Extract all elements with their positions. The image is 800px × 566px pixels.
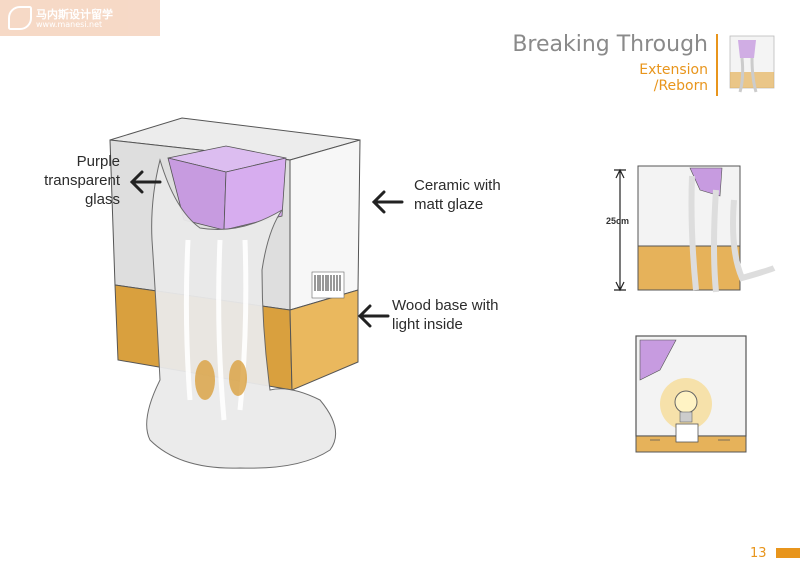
page-number: 13 <box>750 546 767 561</box>
arrow-wood-icon <box>357 304 390 328</box>
barcode-icon <box>311 271 345 299</box>
label-glass-line: glass <box>84 191 120 208</box>
side-view-sketch <box>614 165 776 293</box>
watermark-brand: 马内斯设计留学 <box>36 8 113 21</box>
front-view-sketch <box>635 335 747 453</box>
page-title: Breaking Through <box>512 32 708 57</box>
label-ceramic-line: matt glaze <box>414 196 484 213</box>
watermark-url: www.manesi.net <box>36 20 103 29</box>
page-subtitle-line1: Extension <box>639 62 708 78</box>
title-divider <box>716 34 718 96</box>
label-glass-line: transparent <box>44 172 120 189</box>
label-glass-line: Purple <box>76 153 120 170</box>
label-wood-line: light inside <box>392 316 463 333</box>
label-wood-base: Wood base with light inside <box>392 296 498 334</box>
label-ceramic-line: Ceramic with <box>414 177 501 194</box>
page-subtitle-line2: /Reborn <box>653 78 708 94</box>
label-ceramic: Ceramic with matt glaze <box>414 176 501 214</box>
main-lamp-sketch <box>109 117 361 469</box>
brand-logo-icon <box>8 6 32 30</box>
thumbnail-sketch-icon <box>729 35 775 93</box>
page-number-bar <box>776 548 800 558</box>
label-wood-line: Wood base with <box>392 297 499 314</box>
label-purple-glass: Purple transparent glass <box>20 152 120 209</box>
watermark: 马内斯设计留学 www.manesi.net <box>0 0 160 36</box>
arrow-ceramic-icon <box>371 190 404 214</box>
dimension-label: 25cm <box>606 216 630 226</box>
arrow-glass-icon <box>129 170 162 194</box>
